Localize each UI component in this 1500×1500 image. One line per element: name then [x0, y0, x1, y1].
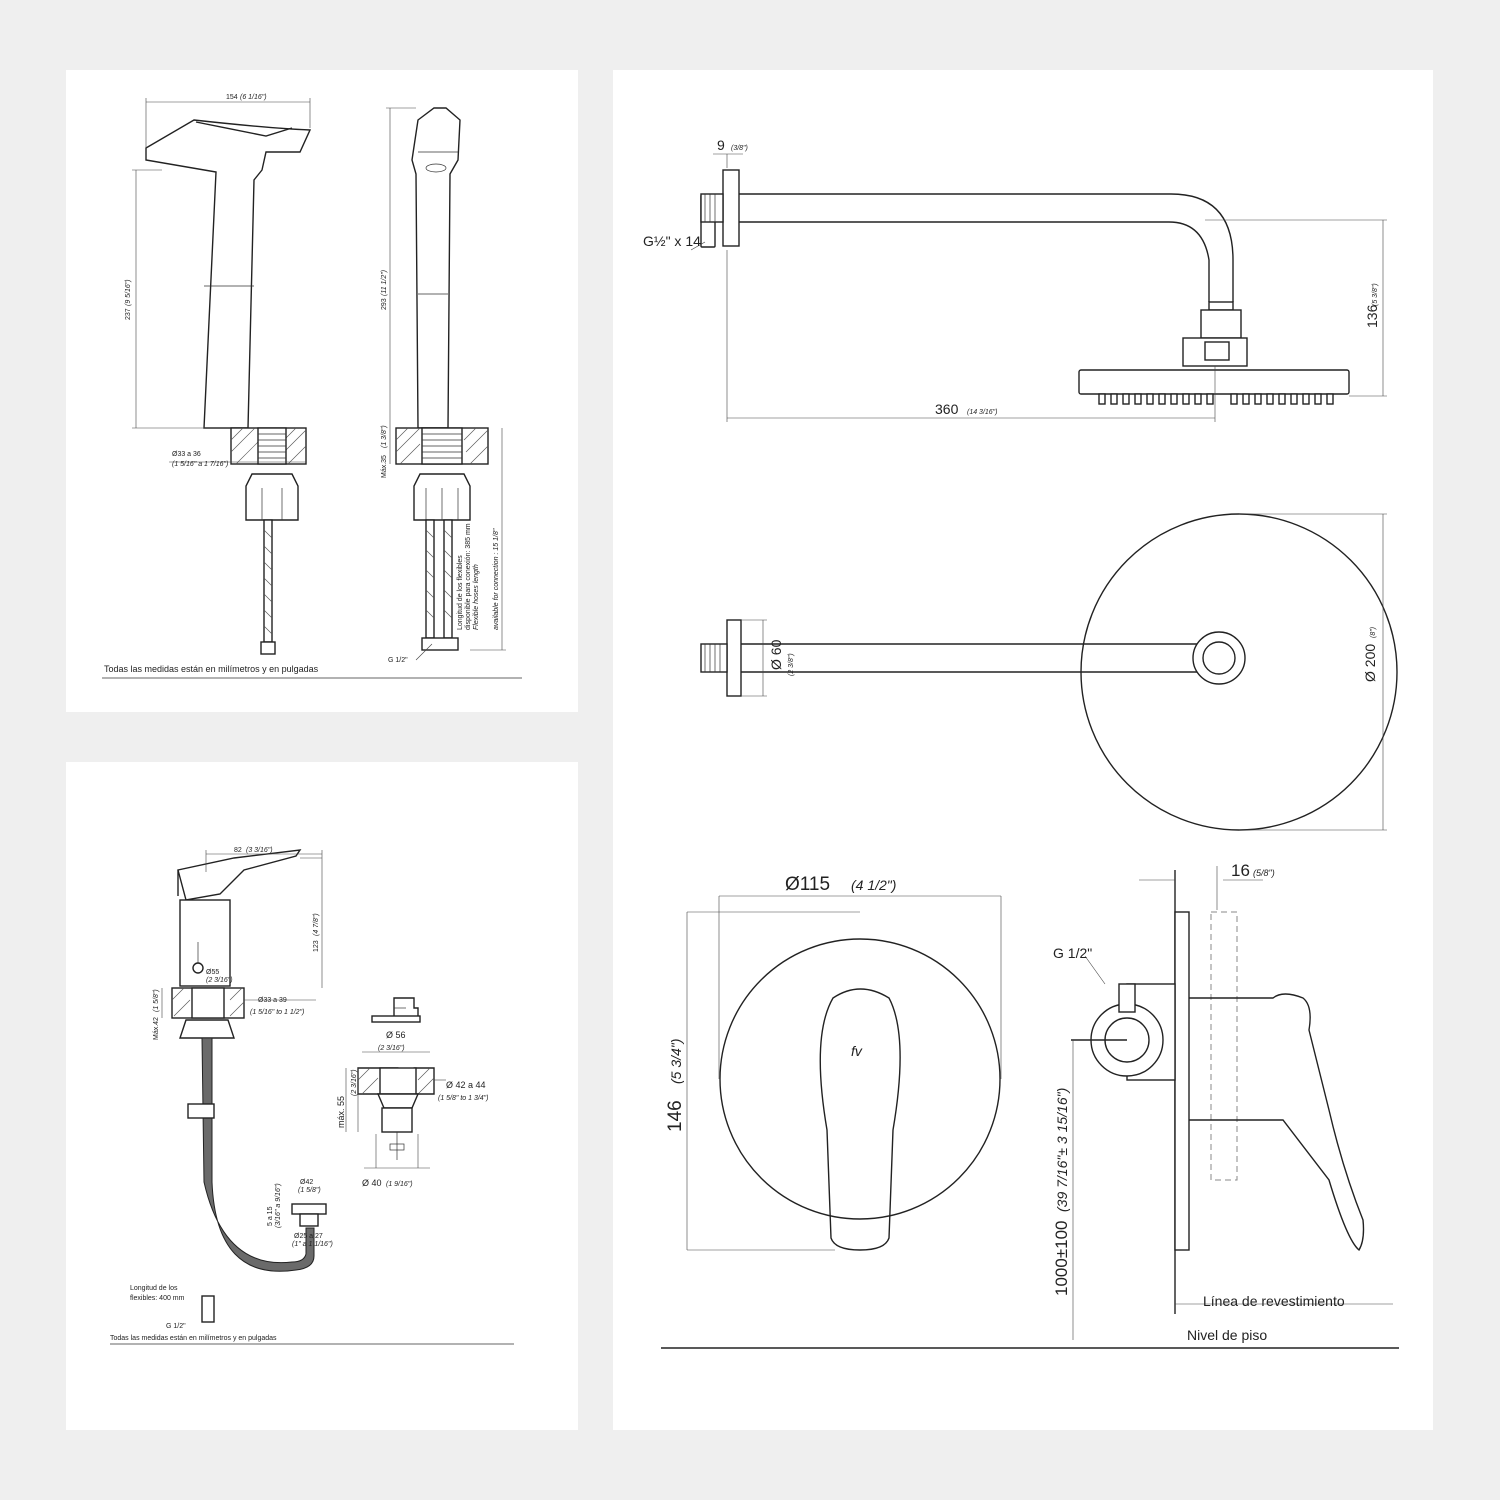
valve-plate-dim-in: (4 1/2") [851, 877, 896, 893]
shower-arm-top-view [700, 513, 1398, 831]
valve-logo: fv [851, 1043, 863, 1059]
arm-reach-dim: 360 [935, 401, 959, 417]
short-width-dim: 82 [234, 847, 242, 854]
tall-width-dim-in: (6 1/16") [240, 94, 267, 101]
tall-side-height-dim-in: (9 5/16") [125, 279, 132, 306]
short-height-dim: 123 [313, 940, 320, 952]
drain-bottom-dim: Ø 40 [362, 1178, 382, 1188]
valve-side-view [661, 866, 1399, 1349]
arm-drop-dim: 136 [1364, 304, 1380, 328]
floor-line-label: Nivel de piso [1187, 1327, 1267, 1343]
tall-mixer-front-view [102, 107, 522, 679]
drain-top-dim-in: (2 3/16") [378, 1045, 405, 1052]
rod-hole-dim-in: (1" a 1 1/16") [292, 1241, 333, 1248]
tall-footnote: Todas las medidas están en milímetros y … [104, 664, 319, 674]
short-thread-label: G 1/2" [166, 1323, 186, 1330]
tall-hole-dim-in: (1 5/16" a 1 7/16") [172, 461, 228, 468]
tall-width-dim: 154 [226, 94, 238, 101]
tall-max-dim: Máx.35 [381, 455, 388, 478]
valve-plate-dim: Ø115 [785, 874, 830, 895]
short-hose-note-2: flexibles: 400 mm [130, 1295, 185, 1302]
tall-hose-note-1: Longitud de los flexibles [457, 555, 464, 630]
rod-dia-dim: Ø42 [300, 1179, 313, 1186]
short-width-dim-in: (3 3/16") [246, 847, 273, 854]
tall-thread-label: G 1/2" [388, 657, 408, 664]
shower-arm-side-view [690, 153, 1387, 422]
rod-range-dim: 5 a 15 [267, 1206, 274, 1226]
flange-width-dim: 9 [717, 137, 725, 153]
tall-front-height-dim: 293 [381, 298, 388, 310]
drain-max-dim-in: (2 3/16") [351, 1069, 358, 1096]
tall-hole-dim: Ø33 a 36 [172, 451, 201, 458]
short-mixer-view [110, 849, 514, 1345]
head-dia-dim: Ø 200 [1362, 644, 1378, 682]
short-basin-mixer-drawing: 82 (3 3/16") 123 (4 7/8") Ø55 (2 3/16") … [110, 847, 514, 1345]
short-hole-dim-in: (1 5/16" to 1 1/2") [250, 1009, 304, 1016]
valve-depth-dim-in: (5/8") [1253, 868, 1275, 878]
rod-dia-dim-in: (1 5/8") [298, 1187, 321, 1194]
short-basin-mixer-panel: 82 (3 3/16") 123 (4 7/8") Ø55 (2 3/16") … [66, 762, 578, 1430]
drain-max-dim: máx. 55 [336, 1096, 346, 1128]
short-max-dim-in: (1 5/8") [153, 989, 160, 1012]
short-body-dim: Ø55 [206, 969, 219, 976]
valve-height-dim-in: (5 3/4") [668, 1039, 684, 1084]
head-dia-dim-in: (8") [1370, 627, 1377, 638]
drain-bottom-dim-in: (1 9/16") [386, 1181, 413, 1188]
tall-side-height-dim: 237 [125, 308, 132, 320]
drain-top-dim: Ø 56 [386, 1030, 406, 1040]
drain-hole-dim: Ø 42 a 44 [446, 1080, 486, 1090]
rod-hole-dim: Ø25 a 27 [294, 1233, 323, 1240]
flange-dia-dim-in: (2 3/8") [788, 653, 795, 676]
arm-thread-label: G½" x 14 [643, 233, 701, 249]
valve-floor-dim-in: (39 7/16"± 3 15/16") [1054, 1088, 1070, 1212]
tall-mixer-side-view [132, 98, 312, 655]
valve-thread-label: G 1/2" [1053, 945, 1092, 961]
drain-detail [345, 997, 446, 1169]
rod-range-dim-in: (3/16" a 9/16") [275, 1183, 282, 1228]
wall-line-label: Línea de revestimiento [1203, 1293, 1345, 1309]
short-height-dim-in: (4 7/8") [313, 913, 320, 936]
short-footnote: Todas las medidas están en milímetros y … [110, 1335, 277, 1342]
tall-front-height-dim-in: (11 1/2") [381, 270, 388, 296]
valve-front-view [686, 895, 1002, 1251]
tall-max-dim-in: (1 3/8") [381, 425, 388, 448]
valve-depth-dim: 16 [1231, 861, 1250, 880]
shower-panel: 9 (3/8") G½" x 14 360 (14 3/16") 136 (5 … [613, 70, 1433, 1430]
tall-hose-note-2: disponible para conexión: 385 mm [465, 523, 472, 630]
short-hole-dim: Ø33 a 39 [258, 997, 287, 1004]
flange-dia-dim: Ø 60 [768, 639, 784, 670]
tall-basin-mixer-panel: 154 (6 1/16") 237 (9 5/16") Ø33 a 36 (1 … [66, 70, 578, 712]
tall-basin-mixer-drawing: 154 (6 1/16") 237 (9 5/16") Ø33 a 36 (1 … [102, 94, 522, 679]
short-max-dim: Máx.42 [153, 1017, 160, 1040]
valve-height-dim: 146 [665, 1100, 686, 1132]
drain-hole-dim-in: (1 5/8" to 1 3/4") [438, 1095, 489, 1102]
short-hose-note-1: Longitud de los [130, 1285, 178, 1292]
arm-reach-dim-in: (14 3/16") [967, 409, 998, 416]
tall-hose-note-4: available for connection : 15 1/8" [493, 528, 500, 630]
flange-width-dim-in: (3/8") [731, 145, 748, 152]
arm-drop-dim-in: (5 3/8") [1372, 283, 1379, 306]
tall-hose-note-3: Flexible hoses length [473, 564, 480, 630]
short-body-dim-in: (2 3/16") [206, 977, 233, 984]
shower-drawing: 9 (3/8") G½" x 14 360 (14 3/16") 136 (5 … [643, 137, 1399, 1349]
valve-floor-dim: 1000±100 [1052, 1220, 1071, 1296]
